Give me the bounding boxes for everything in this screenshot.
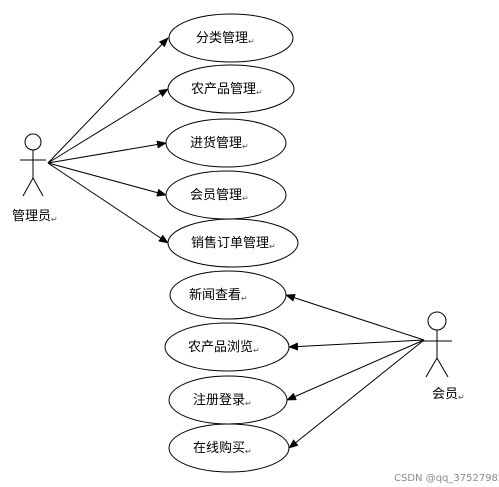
- usecase-farm-product-management-ellipse: [167, 64, 295, 114]
- usecase-register-login: 注册登录↵: [168, 375, 288, 425]
- admin-actor-label: 管理员↵: [12, 209, 58, 224]
- usecase-sales-order-management: 销售订单管理↵: [167, 218, 299, 268]
- admin-actor-head: [24, 133, 42, 151]
- usecase-purchase-management-ellipse: [165, 118, 287, 168]
- association-member-news: [285, 293, 425, 341]
- usecase-farm-product-management-label: 农产品管理↵: [191, 82, 263, 97]
- csdn-watermark: CSDN @qq_375279829: [394, 473, 499, 484]
- usecase-sales-order-management-label: 销售订单管理↵: [191, 235, 276, 251]
- usecase-member-management-label: 会员管理↵: [190, 188, 249, 203]
- member-actor-left-leg: [425, 357, 438, 378]
- usecase-farm-product-browse-ellipse: [164, 322, 290, 372]
- usecase-category-management-label: 分类管理↵: [196, 31, 255, 46]
- member-actor: 会员↵: [422, 311, 465, 402]
- member-actor-head: [427, 311, 447, 331]
- usecase-news-view: 新闻查看↵: [169, 270, 287, 320]
- usecase-member-management: 会员管理↵: [165, 170, 287, 220]
- usecase-online-purchase-ellipse: [168, 423, 290, 473]
- usecase-farm-product-management: 农产品管理↵: [167, 64, 295, 114]
- association-admin-category: [47, 37, 169, 164]
- usecase-online-purchase-label: 在线购买↵: [193, 440, 252, 456]
- usecase-category-management: 分类管理↵: [168, 13, 294, 63]
- usecase-category-management-ellipse: [168, 13, 294, 63]
- usecase-purchase-management: 进货管理↵: [165, 118, 287, 168]
- member-actor-right-leg: [436, 357, 449, 378]
- usecase-farm-product-browse-label: 农产品浏览↵: [188, 339, 260, 355]
- association-admin-sales-order: [47, 162, 169, 244]
- usecase-purchase-management-label: 进货管理↵: [190, 135, 249, 151]
- admin-actor-left-leg: [22, 177, 34, 197]
- association-member-farm-browse: [288, 339, 425, 351]
- association-member-purchase: [288, 339, 425, 449]
- usecase-farm-product-browse: 农产品浏览↵: [164, 322, 290, 372]
- member-actor-label: 会员↵: [432, 387, 465, 402]
- admin-actor: 管理员↵: [12, 133, 58, 224]
- association-member-register: [286, 339, 425, 401]
- usecase-online-purchase: 在线购买↵: [168, 423, 290, 473]
- usecase-news-view-ellipse: [169, 270, 287, 320]
- association-admin-purchase: [47, 140, 167, 164]
- association-admin-member: [47, 162, 167, 197]
- usecase-news-view-label: 新闻查看↵: [189, 287, 248, 303]
- usecase-register-login-label: 注册登录↵: [193, 393, 252, 408]
- usecase-sales-order-management-ellipse: [167, 218, 299, 268]
- association-admin-farm-product: [47, 88, 169, 164]
- admin-actor-right-leg: [32, 177, 44, 197]
